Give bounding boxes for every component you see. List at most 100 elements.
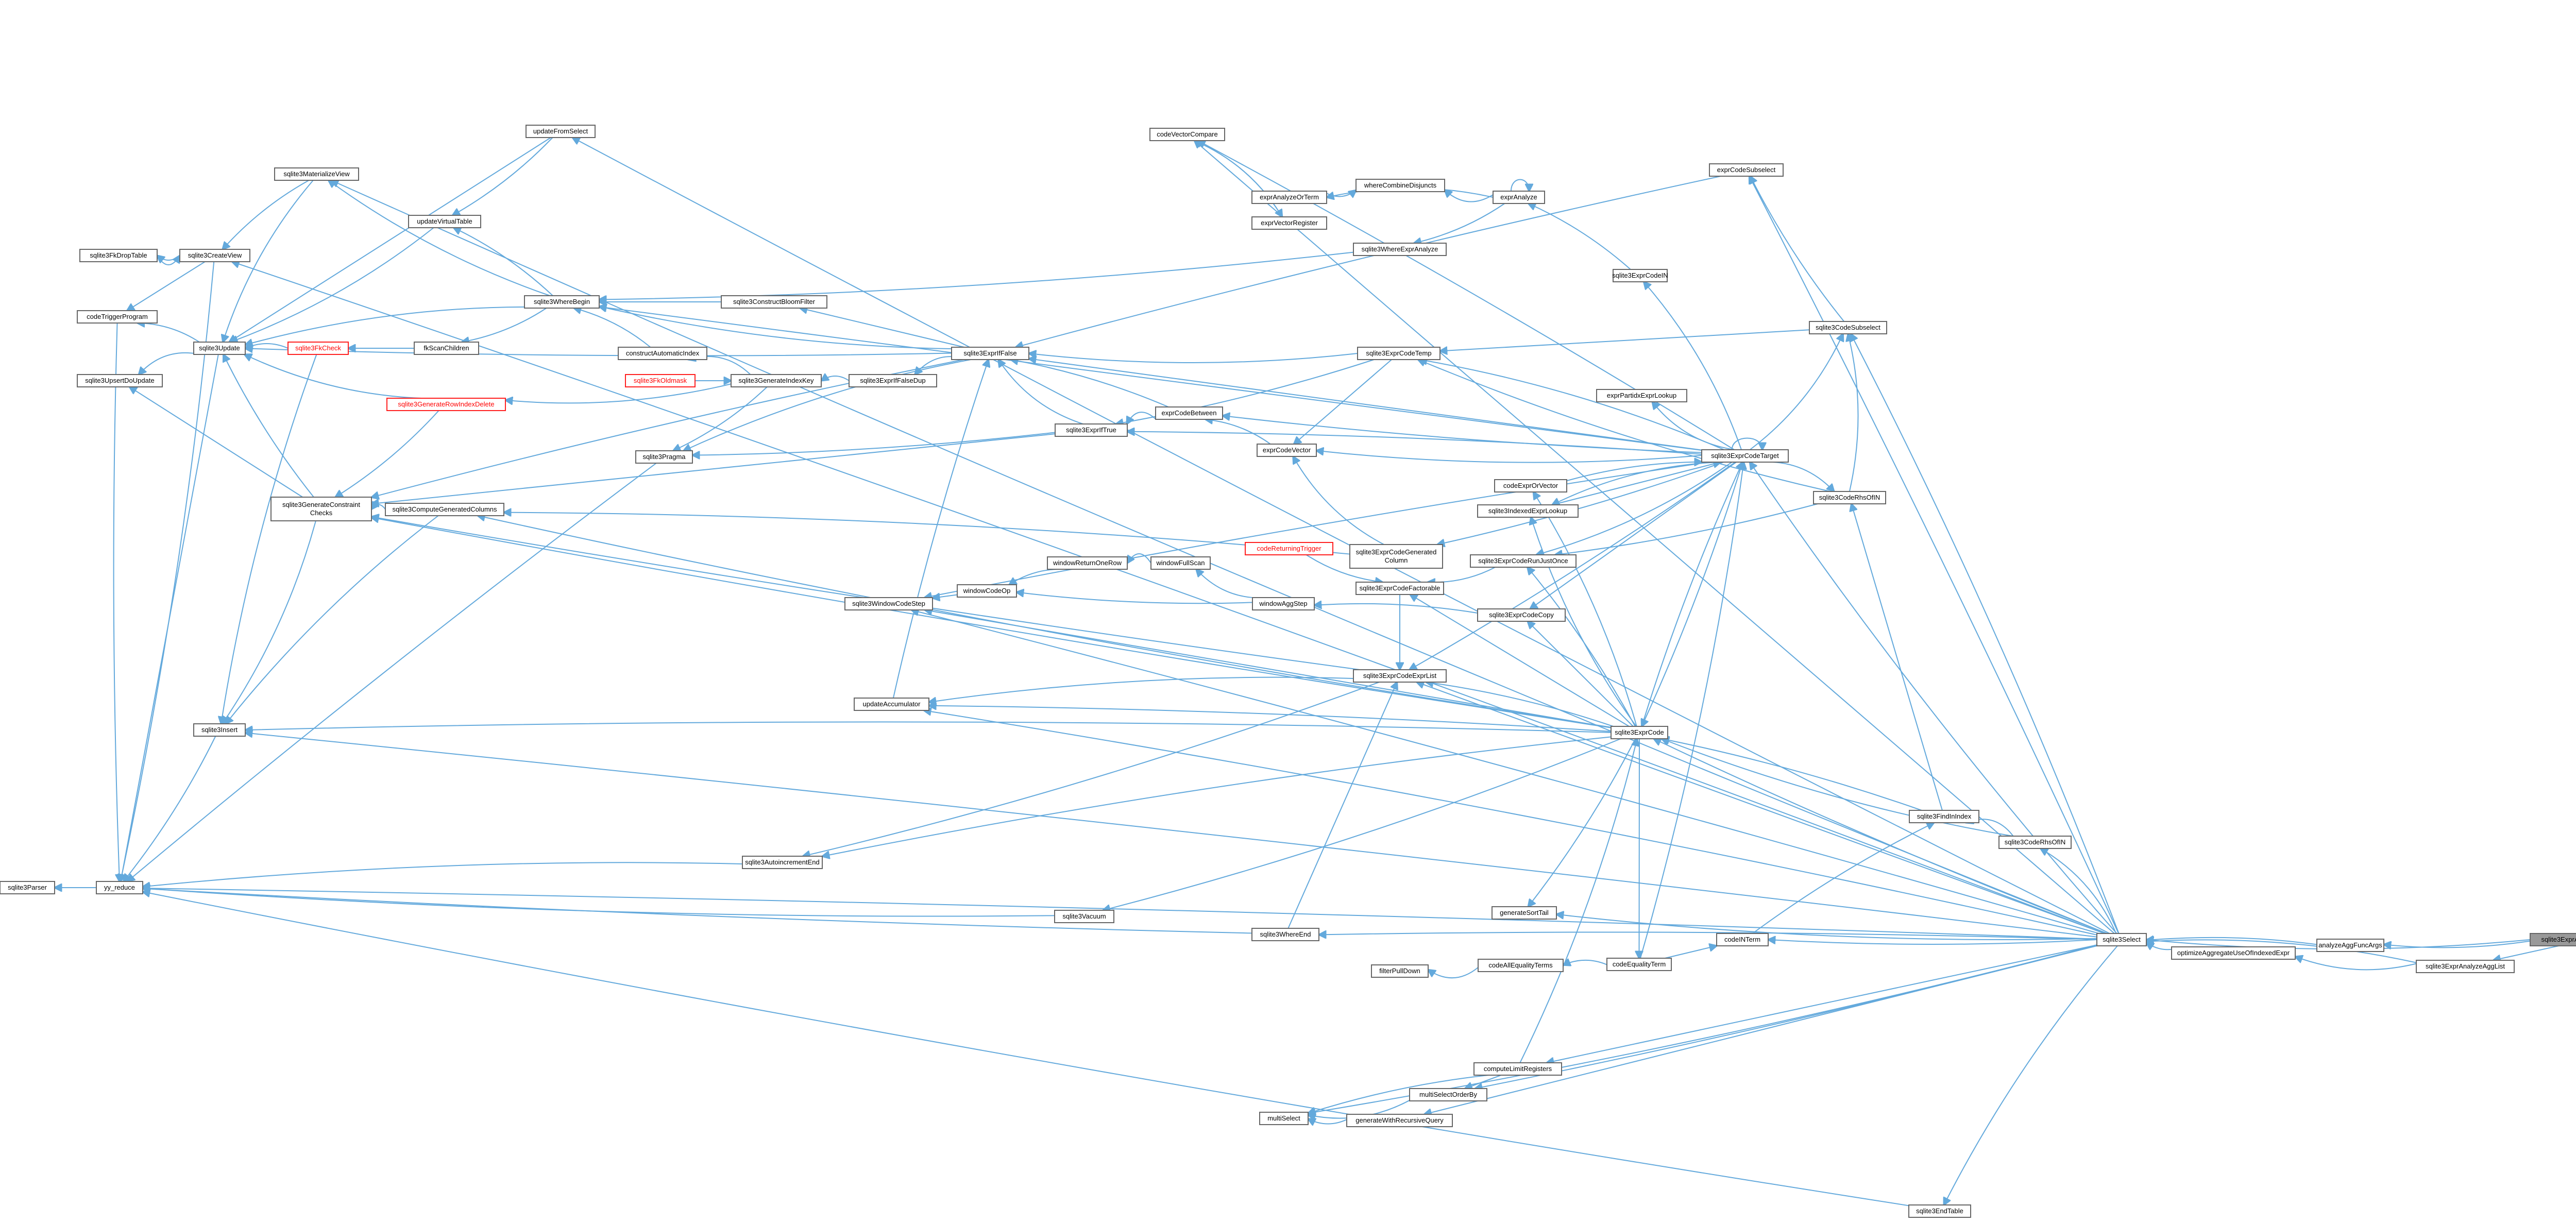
node-update-accumulator[interactable]: updateAccumulator	[854, 698, 929, 711]
node-expr-code-between[interactable]: exprCodeBetween	[1155, 406, 1223, 420]
node-sqlite3-expr-code-factorable[interactable]: sqlite3ExprCodeFactorable	[1355, 582, 1444, 595]
node-box	[849, 374, 937, 387]
node-window-return-one-row[interactable]: windowReturnOneRow	[1047, 556, 1128, 570]
node-box	[385, 503, 504, 516]
node-expr-analyze[interactable]: exprAnalyze	[1493, 191, 1545, 204]
call-edge	[1440, 329, 1810, 351]
node-sqlite3-expr-code-expr-list[interactable]: sqlite3ExprCodeExprList	[1353, 669, 1447, 683]
node-sqlite3-indexed-expr-lookup[interactable]: sqlite3IndexedExprLookup	[1477, 504, 1579, 518]
call-edge	[1326, 190, 1356, 196]
node-code-returning-trigger[interactable]: codeReturningTrigger	[1245, 542, 1333, 555]
node-sqlite3-expr-code-target[interactable]: sqlite3ExprCodeTarget	[1701, 449, 1789, 463]
node-multi-select-order-by[interactable]: multiSelectOrderBy	[1409, 1088, 1487, 1101]
node-sqlite3-window-code-step[interactable]: sqlite3WindowCodeStep	[844, 597, 933, 610]
node-sqlite3-update[interactable]: sqlite3Update	[193, 342, 246, 355]
node-sqlite3-expr-if-true[interactable]: sqlite3ExprIfTrue	[1055, 423, 1128, 437]
call-edge	[924, 710, 2097, 936]
node-label: codeTriggerProgram	[87, 313, 148, 320]
node-sqlite3-generate-row-index-delete[interactable]: sqlite3GenerateRowIndexDelete	[386, 398, 506, 411]
node-analyze-agg-func-args[interactable]: analyzeAggFuncArgs	[2316, 939, 2384, 952]
node-expr-partidx-expr-lookup[interactable]: exprPartidxExprLookup	[1596, 389, 1687, 402]
node-code-trigger-program[interactable]: codeTriggerProgram	[77, 310, 158, 324]
node-where-combine-disjuncts[interactable]: whereCombineDisjuncts	[1355, 179, 1445, 192]
node-label: analyzeAggFuncArgs	[2318, 941, 2382, 949]
node-label: sqlite3ExprIfFalse	[963, 349, 1016, 357]
node-update-virtual-table[interactable]: updateVirtualTable	[408, 215, 481, 228]
node-sqlite3-materialize-view[interactable]: sqlite3MaterializeView	[274, 167, 359, 181]
node-window-code-op[interactable]: windowCodeOp	[957, 584, 1017, 598]
node-window-agg-step[interactable]: windowAggStep	[1252, 597, 1315, 610]
node-sqlite3-where-expr-analyze[interactable]: sqlite3WhereExprAnalyze	[1353, 243, 1447, 256]
node-label: yy_reduce	[104, 884, 135, 891]
node-sqlite3-expr-code-copy[interactable]: sqlite3ExprCodeCopy	[1477, 608, 1566, 622]
node-sqlite3-end-table2[interactable]: sqlite3EndTable	[1908, 1204, 1971, 1218]
node-sqlite3-fk-oldmask[interactable]: sqlite3FkOldmask	[625, 374, 696, 387]
node-box	[1355, 582, 1444, 595]
node-sqlite3-fk-drop-table[interactable]: sqlite3FkDropTable	[79, 249, 158, 262]
node-expr-code-subselect[interactable]: exprCodeSubselect	[1709, 163, 1784, 177]
node-code-vector-compare[interactable]: codeVectorCompare	[1149, 128, 1225, 141]
node-sqlite3-parser[interactable]: sqlite3Parser	[0, 881, 55, 894]
node-sqlite3-upsert[interactable]: sqlite3UpsertDoUpdate	[77, 374, 163, 387]
node-sqlite3-expr-analyze-agg-list[interactable]: sqlite3ExprAnalyzeAggList	[2416, 960, 2515, 973]
node-expr-analyze-or-term[interactable]: exprAnalyzeOrTerm	[1251, 191, 1327, 204]
node-box	[635, 450, 693, 464]
node-sqlite3-expr-if-false[interactable]: sqlite3ExprIfFalse	[951, 347, 1029, 360]
node-filter-pull-down[interactable]: filterPullDown	[1371, 964, 1429, 978]
node-sqlite3-finish-coding_wt[interactable]: sqlite3ExprAnalyzeAggregates	[2530, 933, 2576, 946]
node-generate-with-recursive-query[interactable]: generateWithRecursiveQuery	[1346, 1114, 1453, 1127]
node-window-full-scan[interactable]: windowFullScan	[1150, 556, 1211, 570]
node-code-expr-or-vector[interactable]: codeExprOrVector	[1494, 479, 1567, 492]
node-sqlite3-vacuum[interactable]: sqlite3Vacuum	[1054, 910, 1114, 923]
node-multi-select[interactable]: multiSelect	[1259, 1112, 1309, 1125]
node-box	[193, 342, 246, 355]
node-sqlite3-pragma[interactable]: sqlite3Pragma	[635, 450, 693, 464]
call-edge	[245, 344, 289, 348]
node-compute-limit-registers[interactable]: computeLimitRegisters	[1473, 1062, 1562, 1076]
node-construct-automatic-index[interactable]: constructAutomaticIndex	[618, 347, 707, 360]
call-edge	[1194, 140, 1282, 217]
node-sqlite3-insert[interactable]: sqlite3Insert	[193, 723, 246, 737]
node-sqlite3-compute-generated-columns[interactable]: sqlite3ComputeGeneratedColumns	[385, 503, 504, 516]
node-code-all-equality-terms[interactable]: codeAllEqualityTerms	[1478, 959, 1564, 972]
node-label: sqlite3ExprAnalyzeAggregates	[2541, 936, 2576, 943]
node-sqlite3-generate-index-key[interactable]: sqlite3GenerateIndexKey	[731, 374, 822, 387]
node-label: codeVectorCompare	[1157, 130, 1218, 138]
node-sqlite3-expr-if-false-dup[interactable]: sqlite3ExprIfFalseDup	[849, 374, 937, 387]
node-sqlite3-where-end[interactable]: sqlite3WhereEnd	[1251, 928, 1319, 941]
node-yy_reduce[interactable]: yy_reduce	[96, 881, 143, 894]
node-update-from-select[interactable]: updateFromSelect	[526, 125, 596, 138]
node-box	[1596, 389, 1687, 402]
node-sqlite3-expr-code[interactable]: sqlite3ExprCode	[1611, 726, 1668, 739]
call-edge	[226, 515, 439, 724]
call-edge	[1848, 334, 1859, 492]
node-expr-vector-register[interactable]: exprVectorRegister	[1251, 216, 1327, 230]
node-sqlite3-code-rhs-of-i-n2[interactable]: sqlite3CodeRhsOfIN	[1998, 836, 2072, 849]
node-code-equality-term[interactable]: codeEqualityTerm	[1606, 958, 1672, 971]
node-sqlite3-vdbe-add-op[interactable]: sqlite3AutoincrementEnd	[742, 856, 823, 869]
node-sqlite3-select[interactable]: sqlite3Select	[2096, 933, 2147, 946]
node-generate-sort-tail[interactable]: generateSortTail	[1492, 906, 1557, 920]
call-edge	[1127, 432, 1702, 455]
call-edge	[1011, 360, 1169, 407]
call-edge	[1414, 203, 1505, 243]
node-sqlite3-where-begin[interactable]: sqlite3WhereBegin	[524, 295, 600, 309]
node-box	[1353, 669, 1447, 683]
node-sqlite3-fk-check[interactable]: sqlite3FkCheck	[287, 342, 349, 355]
node-sqlite3-find-in-index[interactable]: sqlite3FindInIndex	[1909, 810, 1979, 823]
call-edge	[800, 308, 964, 348]
node-sqlite3-expr-code-temp[interactable]: sqlite3ExprCodeTemp	[1357, 347, 1440, 360]
node-expr-code-vector[interactable]: exprCodeVector	[1257, 444, 1317, 457]
node-sqlite3-create-view[interactable]: sqlite3CreateView	[179, 249, 250, 262]
node-optimize-aggregate-use-of-indexed-expr[interactable]: optimizeAggregateUseOfIndexedExpr	[2171, 946, 2296, 960]
node-sqlite3-code-rhs-of-i-n[interactable]: sqlite3CodeRhsOfIN	[1813, 491, 1886, 504]
node-fk-scan-children[interactable]: fkScanChildren	[414, 342, 479, 355]
node-sqlite3-code-subselect[interactable]: sqlite3CodeSubselect	[1809, 321, 1887, 334]
node-sqlite3-construct-bloom-filter[interactable]: sqlite3ConstructBloomFilter	[721, 295, 827, 309]
node-label: sqlite3UpsertDoUpdate	[85, 377, 154, 384]
node-sqlite3-expr-code-run-just-once[interactable]: sqlite3ExprCodeRunJustOnce	[1470, 554, 1577, 568]
node-code-i-n-term[interactable]: codeINTerm	[1716, 933, 1769, 946]
node-sqlite3-expr-code-i-n[interactable]: sqlite3ExprCodeIN	[1612, 269, 1668, 282]
